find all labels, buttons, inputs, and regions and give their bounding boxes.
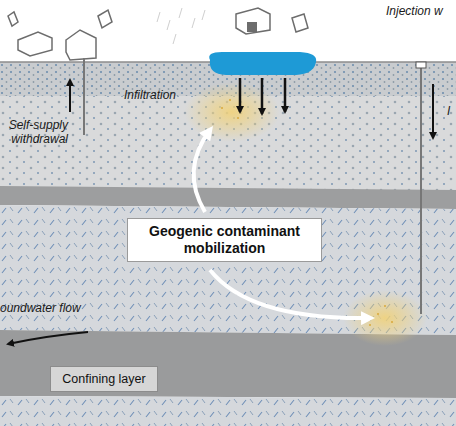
flow-label: oundwater flow — [0, 301, 110, 315]
clipped-label: I — [447, 104, 456, 118]
well-label: Injection w — [386, 4, 456, 18]
layer-label-box: Confining layer — [50, 366, 158, 392]
node-text: Confining layer — [62, 372, 145, 386]
node-text: Geogenic contaminant mobilization — [134, 223, 315, 257]
callout-box: Geogenic contaminant mobilization — [127, 218, 322, 262]
process-label: Self-supply withdrawal — [2, 118, 68, 146]
process-label: Infiltration — [124, 88, 214, 102]
